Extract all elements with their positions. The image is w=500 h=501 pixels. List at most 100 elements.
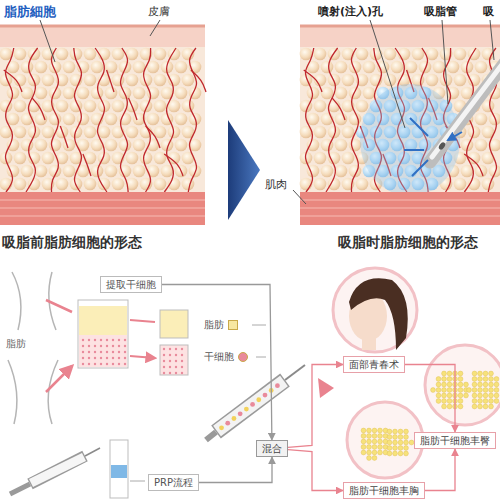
fat-cell (356, 48, 369, 61)
fat-cell (475, 61, 488, 74)
fat-dot (378, 445, 383, 450)
fat-cell (189, 165, 202, 178)
fat-dot (447, 371, 452, 376)
node-text: 脂肪干细胞丰臀 (420, 434, 490, 447)
dot (112, 351, 114, 353)
fat-cell (489, 113, 500, 126)
fat-dot (458, 371, 463, 376)
dot (82, 339, 84, 341)
fat-dot (387, 451, 392, 456)
fat-dot (483, 388, 488, 393)
label: 脂肪細胞 (4, 4, 56, 20)
cell-group (0, 48, 201, 191)
dot (181, 360, 183, 362)
fat-cell (77, 87, 90, 100)
fat-cell (84, 126, 97, 139)
fat-dot (483, 393, 488, 398)
mix-lines (252, 325, 266, 357)
fat-cell (175, 61, 188, 74)
fat-dot (472, 371, 477, 376)
dot (100, 345, 102, 347)
stem-cell-dots (163, 348, 183, 374)
label: 吸脂时脂肪细胞的形态 (338, 234, 478, 251)
fat-dot (398, 440, 403, 445)
capillary (129, 98, 137, 120)
fat-cell (482, 178, 495, 191)
fat-dot (442, 388, 447, 393)
legend-text: 脂肪 (204, 319, 224, 330)
fat-cell (112, 178, 125, 191)
dot (118, 363, 120, 365)
fat-cell (335, 61, 348, 74)
capillary (51, 48, 58, 192)
mix-dot (256, 397, 261, 402)
syringe-needle (285, 365, 305, 380)
fat-cell (84, 74, 97, 87)
fat-dot (404, 429, 409, 434)
tissue-panel (300, 25, 500, 225)
fat-cell (77, 61, 90, 74)
fat-cell (63, 87, 76, 100)
fat-dot (478, 388, 483, 393)
fat-dot (489, 388, 494, 393)
label: 皮膚 (148, 5, 170, 18)
fat-cell (105, 113, 118, 126)
dot (94, 345, 96, 347)
fat-cell (119, 139, 132, 152)
prp-tube (110, 440, 128, 498)
fat-cell (7, 113, 20, 126)
fat-dot (431, 388, 436, 393)
fat-cell (28, 178, 41, 191)
fat-dot (436, 377, 441, 382)
process-arrow (228, 120, 260, 220)
fat-cell (63, 165, 76, 178)
fat-cell (133, 165, 146, 178)
fat-cell (140, 100, 153, 113)
fat-cell (321, 61, 334, 74)
step-label-box: PRP流程 (148, 474, 199, 491)
dot (124, 363, 126, 365)
skin-surface (0, 25, 205, 28)
leader-lines (40, 20, 494, 204)
capillaries (4, 48, 206, 192)
dot (163, 348, 165, 350)
fat-dot (393, 440, 398, 445)
fat-cell (14, 152, 27, 165)
fat-cell (307, 139, 320, 152)
fat-dot (489, 399, 494, 404)
capillary (95, 48, 107, 192)
dot (100, 351, 102, 353)
fat-cell (454, 74, 467, 87)
dot (82, 357, 84, 359)
dot (163, 372, 165, 374)
fat-cell (147, 113, 160, 126)
dot (118, 357, 120, 359)
fat-dot (361, 450, 366, 455)
dot (163, 360, 165, 362)
dot (94, 339, 96, 341)
fat-cell (21, 87, 34, 100)
fat-dot (467, 388, 472, 393)
mix-dot (219, 425, 224, 430)
fat-dot (387, 446, 392, 451)
fat-cell (21, 165, 34, 178)
fat-cell (307, 113, 320, 126)
fat-dot (458, 393, 463, 398)
fat-cell (314, 100, 327, 113)
fat-cell (349, 87, 362, 100)
dot (100, 363, 102, 365)
dot (112, 345, 114, 347)
capillary (326, 48, 338, 192)
fat-dot (361, 428, 366, 433)
fat-dot (442, 404, 447, 409)
label: 吸脂前脂肪细胞的形态 (2, 234, 142, 251)
fat-dot (447, 399, 452, 404)
dot (175, 348, 177, 350)
fat-dot (442, 393, 447, 398)
fat-dot (483, 399, 488, 404)
fat-cell (56, 178, 69, 191)
fat-dot (472, 382, 477, 387)
fat-cell (105, 139, 118, 152)
dot (118, 345, 120, 347)
fat-dot (404, 446, 409, 451)
